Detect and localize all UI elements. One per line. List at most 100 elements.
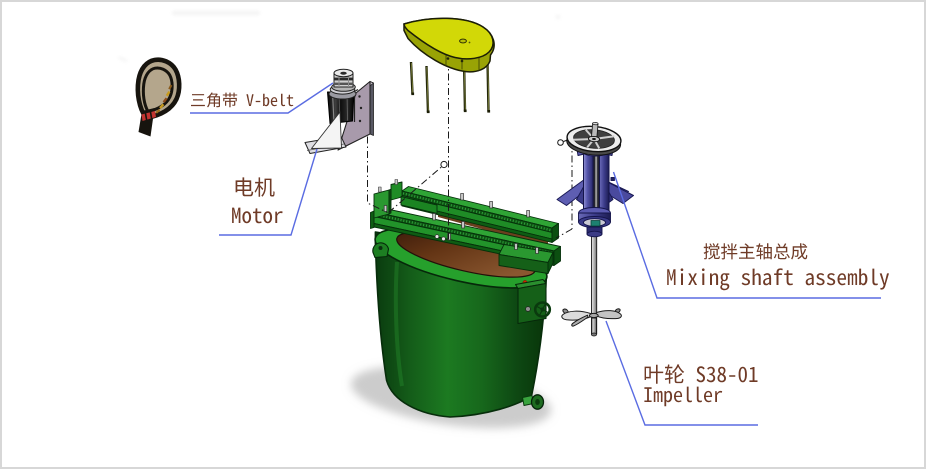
handwheel-part-1 bbox=[533, 301, 552, 318]
mixing-tank bbox=[372, 227, 552, 418]
motor-gusset bbox=[311, 111, 342, 149]
motor-pulley-part-3 bbox=[334, 77, 353, 81]
frame-bolts-part-2 bbox=[489, 201, 493, 209]
housing-base bbox=[578, 207, 611, 238]
tank-lug-part-2 bbox=[378, 246, 383, 250]
cover-bolts-part-2 bbox=[460, 59, 464, 63]
tank-lug bbox=[372, 242, 390, 259]
motor-plate-part-6 bbox=[358, 95, 361, 98]
shaft-pulley-part-12 bbox=[592, 121, 599, 126]
v-belt bbox=[135, 57, 182, 137]
bearing-housing-part-3 bbox=[583, 149, 594, 215]
frame-right-shelf-part-3 bbox=[547, 252, 554, 274]
housing-base-part-7 bbox=[586, 230, 603, 238]
motor-pulley-part-8 bbox=[340, 71, 347, 75]
frame-bolts-part-8 bbox=[514, 243, 518, 250]
tank-cover bbox=[403, 17, 495, 114]
frame-bolts-part-10 bbox=[434, 234, 440, 239]
v-belt-red-band bbox=[141, 111, 156, 121]
shaft-tip bbox=[591, 317, 597, 335]
label-impeller bbox=[644, 364, 758, 407]
frame-bolts-part-3 bbox=[526, 210, 530, 218]
frame-left-end-part-7 bbox=[394, 179, 398, 185]
watermark-smudge-part-3 bbox=[118, 56, 128, 63]
motor-pulley bbox=[331, 68, 356, 92]
label-impeller_en-glyphs bbox=[644, 386, 723, 407]
watermark-smudge bbox=[118, 11, 561, 63]
v-belt-band-strands-part-1 bbox=[144, 111, 148, 122]
frame-beam-far-part-5 bbox=[402, 192, 552, 232]
construction-circle-marker-2 bbox=[557, 139, 564, 146]
caster-wheel bbox=[522, 394, 545, 410]
cover-leg-feet-part-1 bbox=[411, 92, 415, 96]
v-belt-markings-part-2 bbox=[162, 97, 168, 103]
shaft-pulley-part-10 bbox=[592, 137, 596, 141]
v-belt-markings bbox=[155, 84, 173, 114]
shaft-pulley-part-11 bbox=[591, 122, 599, 138]
shaft-pulley bbox=[566, 121, 622, 156]
frame-beam-near bbox=[373, 207, 561, 266]
tank-body-highlight bbox=[393, 261, 404, 387]
label-motor_en-glyphs bbox=[232, 207, 283, 224]
frame-left-end-part-2 bbox=[373, 189, 390, 219]
frame-bolts-part-1 bbox=[460, 193, 464, 201]
construction-circle-marker bbox=[440, 160, 448, 169]
mounting-frame bbox=[370, 179, 561, 274]
frame-bolts bbox=[383, 193, 539, 254]
frame-left-end-part-1 bbox=[370, 210, 375, 229]
watermark-smudge-part-1 bbox=[172, 11, 260, 15]
frame-left-end-part-6 bbox=[378, 186, 382, 193]
label-motor_zh-glyphs bbox=[235, 177, 275, 197]
frame-beam-far bbox=[401, 186, 559, 243]
mixing-shaft-assembly bbox=[556, 121, 634, 337]
handwheel bbox=[525, 301, 552, 318]
tank-side-bracket bbox=[515, 279, 552, 325]
mount-wings-part-1 bbox=[610, 177, 615, 181]
impeller-blade-right bbox=[595, 310, 622, 320]
bearing-housing-part-4 bbox=[599, 149, 610, 215]
handwheel-part-5 bbox=[525, 306, 531, 312]
motor-plate-part-8 bbox=[358, 119, 362, 123]
cover-leg-highlights bbox=[410, 60, 490, 112]
leader-motor bbox=[219, 148, 318, 236]
label-shaft_zh-glyphs bbox=[703, 243, 808, 260]
mixing-shaft-assembly-part-1 bbox=[591, 332, 598, 337]
label-vbelt bbox=[191, 92, 294, 108]
v-belt-markings-part-4 bbox=[155, 108, 161, 114]
impeller-blade-down bbox=[571, 314, 589, 327]
v-belt-inner-loop bbox=[141, 66, 174, 113]
handwheel-part-4 bbox=[540, 307, 545, 312]
construction-line-diagonal bbox=[388, 166, 443, 213]
cover-bolts bbox=[446, 57, 464, 63]
leader-lines bbox=[190, 82, 881, 426]
cover-leg-feet bbox=[411, 92, 491, 114]
frame-beam-near-part-6 bbox=[553, 246, 561, 266]
v-belt-band-strands-part-2 bbox=[149, 110, 153, 120]
frame-bolts-part-9 bbox=[535, 247, 539, 254]
motor-plate-part-7 bbox=[359, 106, 363, 110]
frame-bolts-part-11 bbox=[441, 236, 446, 242]
leader-impeller bbox=[605, 320, 758, 426]
label-motor bbox=[232, 177, 283, 224]
tank-cover-part-1 bbox=[468, 41, 471, 44]
v-belt-band-strands bbox=[144, 110, 153, 122]
impeller-hub bbox=[588, 312, 599, 319]
tank-lug-part-1 bbox=[372, 242, 390, 259]
cover-leg-feet-part-3 bbox=[463, 109, 467, 113]
v-belt-markings-part-3 bbox=[159, 103, 165, 109]
cover-top bbox=[403, 17, 494, 60]
label-impeller_zh-glyphs bbox=[644, 364, 758, 384]
cover-leg-feet-part-4 bbox=[487, 110, 491, 113]
leader-shaft bbox=[612, 171, 881, 299]
v-belt-markings-part-5 bbox=[168, 84, 173, 90]
frame-right-shelf bbox=[498, 244, 554, 274]
frame-bolts-part-6 bbox=[447, 233, 451, 241]
bearing-housing bbox=[583, 149, 610, 215]
frame-bolts-part-5 bbox=[461, 221, 465, 229]
housing-base-part-5 bbox=[590, 220, 601, 227]
frame-left-end-part-4 bbox=[388, 188, 392, 215]
label-vbelt-glyphs bbox=[191, 92, 294, 108]
leader-vbelt bbox=[190, 82, 334, 114]
